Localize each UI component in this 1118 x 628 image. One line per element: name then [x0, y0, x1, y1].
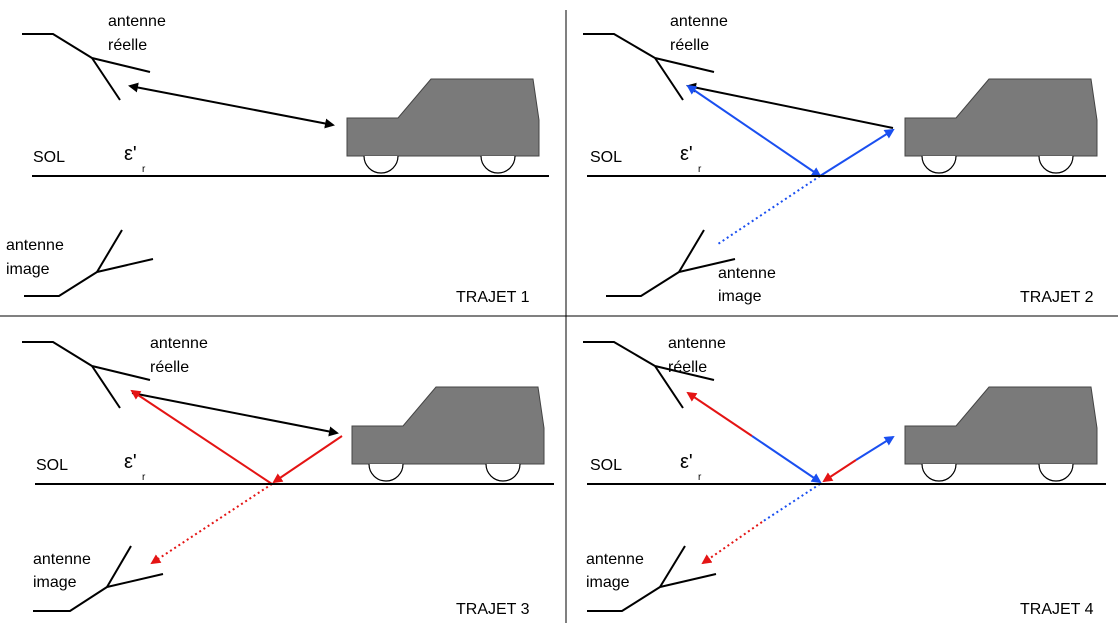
reflected-path-down	[686, 84, 822, 178]
ground-label: SOL	[590, 457, 622, 474]
real-antenna-label-line1: antenne	[668, 335, 726, 352]
image-antenna-label-line2: image	[33, 574, 77, 591]
epsilon-subscript: r	[698, 164, 702, 175]
reflected-path-blue-segment-car	[855, 435, 895, 461]
reflected-path-blue-segment	[751, 435, 822, 484]
epsilon-label: ε'	[680, 451, 693, 473]
image-antenna-icon	[33, 545, 164, 612]
reflected-path-up	[130, 389, 273, 485]
image-antenna-label-line2: image	[6, 261, 50, 278]
image-antenna-icon	[24, 229, 154, 297]
real-antenna-label-line1: antenne	[670, 13, 728, 30]
image-antenna-label-line1: antenne	[586, 551, 644, 568]
image-path-dotted	[150, 483, 273, 565]
car-icon	[904, 78, 1098, 174]
real-antenna-label-line2: réelle	[668, 359, 707, 376]
ground-label: SOL	[590, 149, 622, 166]
image-path-dotted-blue	[761, 483, 821, 523]
image-antenna-label-line1: antenne	[6, 237, 64, 254]
epsilon-subscript: r	[142, 472, 146, 483]
image-antenna-label-line1: antenne	[33, 551, 91, 568]
real-antenna-label-line1: antenne	[150, 335, 208, 352]
car-icon	[351, 386, 545, 482]
real-antenna-label-line2: réelle	[150, 359, 189, 376]
real-antenna-icon	[22, 33, 151, 101]
image-path-red-segment	[686, 391, 753, 437]
panel-title: TRAJET 2	[1020, 289, 1094, 306]
image-path-dotted	[717, 175, 821, 245]
image-antenna-icon	[606, 229, 736, 297]
real-antenna-icon	[583, 33, 715, 101]
panel-trajet-4: antenne réelle SOL ε' r antenne image TR…	[583, 335, 1106, 618]
reflected-path-down	[272, 435, 343, 484]
ground-label: SOL	[33, 149, 65, 166]
image-antenna-label-line2: image	[718, 288, 762, 305]
panel-title: TRAJET 3	[456, 601, 530, 618]
direct-path-arrow	[128, 82, 335, 129]
epsilon-label: ε'	[124, 451, 137, 473]
car-icon	[904, 386, 1098, 482]
real-antenna-label-line2: réelle	[108, 37, 147, 54]
real-antenna-label-line2: réelle	[670, 37, 709, 54]
image-antenna-icon	[587, 545, 717, 612]
epsilon-label: ε'	[680, 143, 693, 165]
real-antenna-icon	[583, 341, 715, 409]
real-antenna-label-line1: antenne	[108, 13, 166, 30]
real-antenna-icon	[22, 341, 151, 409]
epsilon-label: ε'	[124, 143, 137, 165]
panel-title: TRAJET 4	[1020, 601, 1094, 618]
panel-trajet-1: antenne réelle SOL ε' r antenne image TR…	[6, 13, 549, 306]
image-antenna-label-line2: image	[586, 574, 630, 591]
epsilon-subscript: r	[142, 164, 146, 175]
image-path-red-segment-car	[822, 459, 857, 483]
epsilon-subscript: r	[698, 472, 702, 483]
panel-title: TRAJET 1	[456, 289, 530, 306]
direct-path-arrow	[131, 392, 339, 437]
image-path-dotted-red	[701, 521, 763, 565]
car-icon	[346, 78, 540, 174]
ground-label: SOL	[36, 457, 68, 474]
image-antenna-label-line1: antenne	[718, 265, 776, 282]
panel-trajet-3: antenne réelle SOL ε' r antenne image TR…	[22, 335, 554, 618]
panel-trajet-2: antenne réelle SOL ε' r antenne image TR…	[583, 13, 1106, 306]
reflected-path-up	[819, 128, 895, 177]
